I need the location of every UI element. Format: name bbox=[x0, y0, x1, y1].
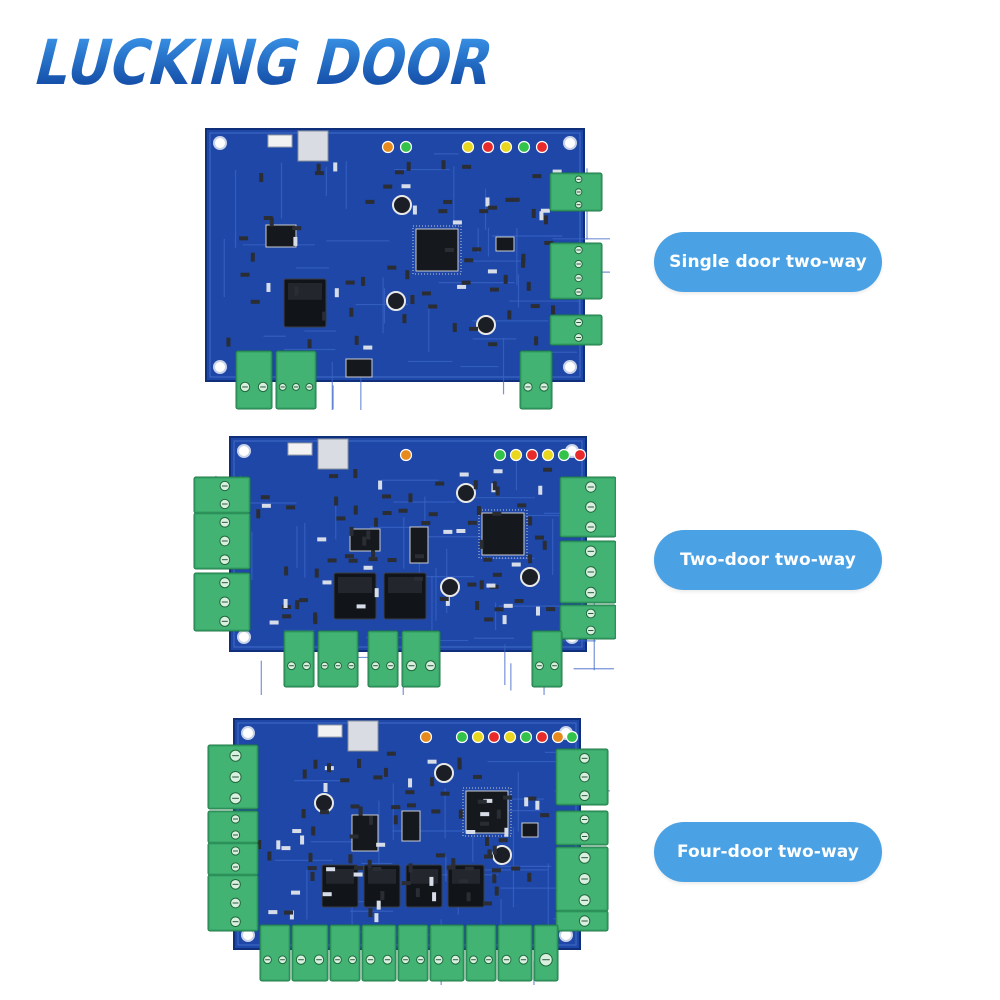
status-led bbox=[503, 730, 517, 744]
status-led bbox=[573, 448, 587, 462]
terminal-block bbox=[367, 630, 399, 688]
board-two-door-image bbox=[192, 433, 616, 695]
terminal-block bbox=[397, 924, 429, 982]
terminal-block bbox=[549, 242, 603, 300]
label-single-door: Single door two-way bbox=[654, 232, 882, 292]
terminal-block bbox=[555, 846, 609, 912]
label-single-door-text: Single door two-way bbox=[669, 252, 867, 272]
ic-chip bbox=[481, 512, 525, 556]
status-led bbox=[499, 140, 513, 154]
status-led bbox=[481, 140, 495, 154]
ic-chip bbox=[401, 810, 421, 842]
terminal-block bbox=[555, 910, 609, 932]
board-four-door-image bbox=[206, 715, 610, 985]
terminal-block bbox=[533, 924, 559, 982]
terminal-block bbox=[549, 314, 603, 346]
terminal-block bbox=[559, 476, 616, 538]
status-led bbox=[535, 140, 549, 154]
status-led bbox=[455, 730, 469, 744]
pcb-drawing bbox=[193, 436, 616, 695]
status-led bbox=[525, 448, 539, 462]
terminal-block bbox=[193, 572, 251, 632]
terminal-block bbox=[259, 924, 291, 982]
terminal-block bbox=[549, 172, 603, 212]
status-led bbox=[541, 448, 555, 462]
label-four-door-text: Four-door two-way bbox=[677, 842, 859, 862]
terminal-block bbox=[401, 630, 441, 688]
brand-logo: LUCKING DOOR bbox=[32, 26, 502, 96]
pcb-drawing bbox=[205, 128, 610, 410]
ic-chip bbox=[265, 224, 297, 248]
terminal-block bbox=[207, 744, 259, 810]
terminal-block bbox=[291, 924, 329, 982]
terminal-block bbox=[329, 924, 361, 982]
terminal-block bbox=[235, 350, 273, 410]
status-led bbox=[381, 140, 395, 154]
terminal-block bbox=[317, 630, 359, 688]
status-led bbox=[517, 140, 531, 154]
status-led bbox=[535, 730, 549, 744]
svg-text:LUCKING DOOR: LUCKING DOOR bbox=[32, 27, 501, 96]
label-four-door: Four-door two-way bbox=[654, 822, 882, 882]
terminal-block bbox=[559, 604, 616, 640]
status-led bbox=[565, 730, 579, 744]
status-led bbox=[493, 448, 507, 462]
ic-chip bbox=[495, 236, 515, 252]
terminal-block bbox=[361, 924, 397, 982]
ic-chip bbox=[409, 526, 429, 564]
label-two-door: Two-door two-way bbox=[654, 530, 882, 590]
ethernet-port bbox=[297, 130, 329, 162]
terminal-block bbox=[193, 512, 251, 570]
terminal-block bbox=[559, 540, 616, 604]
terminal-block bbox=[207, 874, 259, 932]
terminal-block bbox=[519, 350, 553, 410]
terminal-block bbox=[555, 810, 609, 846]
status-led bbox=[419, 730, 433, 744]
terminal-block bbox=[275, 350, 317, 410]
status-led bbox=[461, 140, 475, 154]
terminal-block bbox=[555, 748, 609, 806]
ic-chip bbox=[521, 822, 539, 838]
status-led bbox=[509, 448, 523, 462]
ethernet-port bbox=[317, 438, 349, 470]
terminal-block bbox=[207, 810, 259, 844]
ic-chip bbox=[345, 358, 373, 378]
status-led bbox=[557, 448, 571, 462]
terminal-block bbox=[429, 924, 465, 982]
ic-chip bbox=[465, 790, 509, 834]
pcb-drawing bbox=[207, 718, 610, 985]
pcb-board bbox=[205, 128, 585, 382]
terminal-block bbox=[193, 476, 251, 514]
ic-chip bbox=[351, 814, 379, 852]
label-two-door-text: Two-door two-way bbox=[680, 550, 856, 570]
status-led bbox=[487, 730, 501, 744]
terminal-block bbox=[531, 630, 563, 688]
status-led bbox=[399, 140, 413, 154]
terminal-block bbox=[465, 924, 497, 982]
terminal-block bbox=[497, 924, 533, 982]
status-led bbox=[519, 730, 533, 744]
board-single-door-image bbox=[200, 125, 610, 410]
ethernet-port bbox=[347, 720, 379, 752]
terminal-block bbox=[283, 630, 315, 688]
status-led bbox=[551, 730, 565, 744]
terminal-block bbox=[207, 842, 259, 876]
status-led bbox=[399, 448, 413, 462]
status-led bbox=[471, 730, 485, 744]
